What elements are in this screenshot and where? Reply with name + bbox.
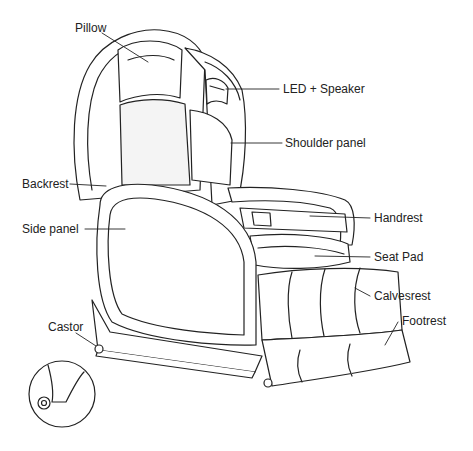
part-label: Footrest (402, 314, 446, 328)
part-label: Handrest (374, 211, 423, 225)
leader-lines (70, 33, 398, 346)
part-label: Castor (48, 320, 83, 334)
part-label: Backrest (22, 177, 69, 191)
part-label: Pillow (75, 21, 106, 35)
part-label: Side panel (22, 222, 79, 236)
part-label: Seat Pad (374, 250, 423, 264)
part-label: Shoulder panel (285, 136, 366, 150)
part-label: Calvesrest (374, 289, 431, 303)
part-label: LED + Speaker (283, 82, 365, 96)
